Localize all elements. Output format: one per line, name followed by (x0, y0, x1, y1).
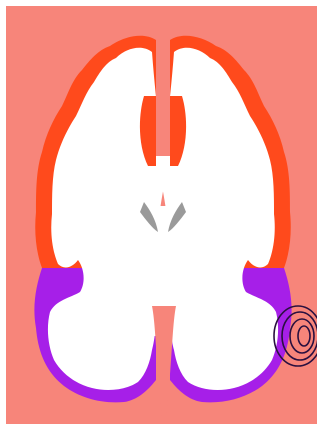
brain-section-svg (6, 6, 317, 424)
brain-illustration-panel (6, 6, 317, 424)
interhemispheric-gap (156, 36, 170, 156)
